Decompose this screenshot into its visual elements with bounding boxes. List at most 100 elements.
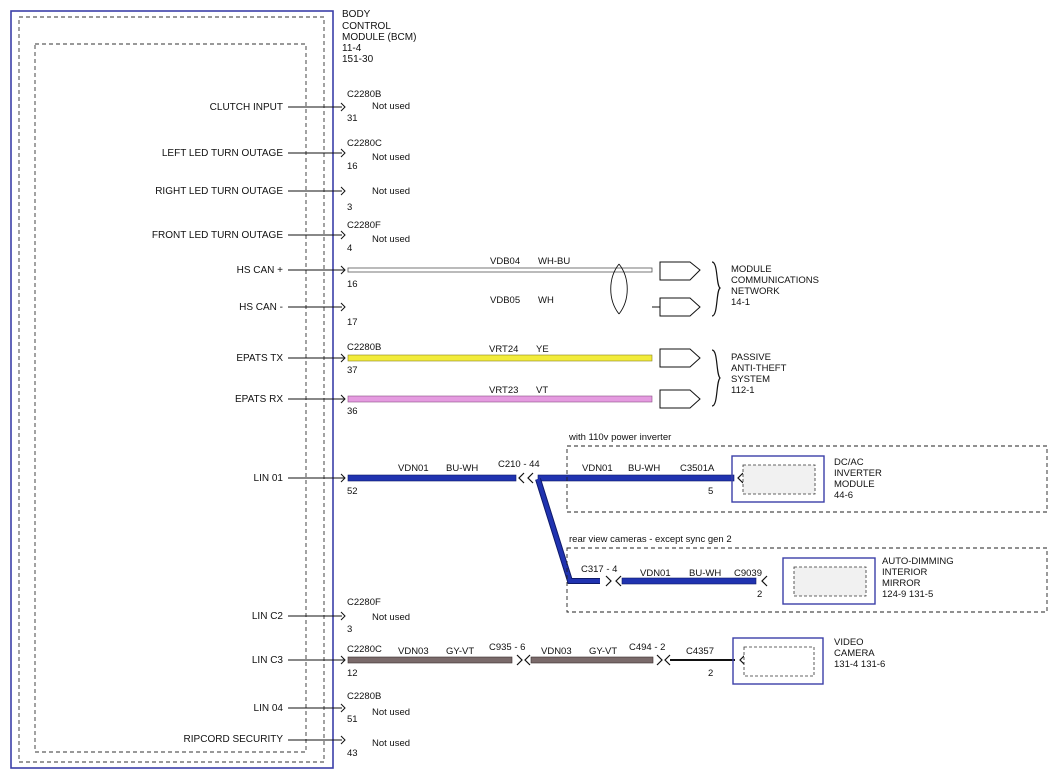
- connector-shape: [659, 297, 701, 317]
- connector-arrow: [516, 654, 523, 666]
- connector-arrow: [664, 654, 671, 666]
- connector-arrow: [340, 265, 346, 275]
- not-used-label: Not used: [372, 612, 410, 623]
- connector-arrow: [340, 394, 346, 404]
- pin-number: 31: [347, 113, 358, 124]
- destination-label: ANTI-THEFT: [731, 363, 787, 374]
- pin-number: 43: [347, 748, 358, 759]
- wire-circuit-label: VRT23: [489, 385, 518, 396]
- lin03-wires: C2280C 12 VDN03 GY-VT C935 - 6 VDN03 GY-…: [347, 637, 885, 685]
- connector-arrow: [340, 102, 346, 112]
- splice-arrow: [527, 472, 534, 484]
- bcm-title-line: BODY: [342, 9, 371, 20]
- wire-color-label: GY-VT: [589, 646, 617, 657]
- wire-circuit-label: VRT24: [489, 344, 518, 355]
- connector-label: C935 - 6: [489, 642, 525, 653]
- wire-color-label: BU-WH: [628, 463, 660, 474]
- pin-label-epats-rx: EPATS RX: [235, 394, 283, 405]
- bcm-inner-dashed-2: [34, 43, 307, 753]
- connector-arrow: [340, 186, 346, 196]
- pin-labels: CLUTCH INPUT LEFT LED TURN OUTAGE RIGHT …: [152, 102, 284, 745]
- connector-shape: [659, 389, 701, 409]
- connector-arrow: [739, 654, 746, 666]
- wire-color-label: YE: [536, 344, 549, 355]
- splice-arrow: [518, 472, 525, 484]
- connector-label: C2280F: [347, 597, 381, 608]
- not-used-label: Not used: [372, 234, 410, 245]
- connector-arrow: [605, 575, 612, 587]
- connector-label: C9039: [734, 568, 762, 579]
- pin-label-hs-can-minus: HS CAN -: [239, 302, 283, 313]
- mirror-inner: [793, 566, 867, 597]
- connector-label: C2280F: [347, 220, 381, 231]
- option-label: with 110v power inverter: [568, 432, 671, 443]
- connector-arrow: [340, 302, 346, 312]
- destination-label: CAMERA: [834, 648, 875, 659]
- destination-label: NETWORK: [731, 286, 780, 297]
- destination-label: PASSIVE: [731, 352, 771, 363]
- option-label: rear view cameras - except sync gen 2: [569, 534, 732, 545]
- wire-hs-can-plus: [347, 267, 653, 273]
- bcm-title-line: 11-4: [342, 43, 362, 54]
- not-used-label: Not used: [372, 707, 410, 718]
- connector-arrow: [340, 230, 346, 240]
- pin-label-clutch-input: CLUTCH INPUT: [210, 102, 283, 113]
- destination-label: MIRROR: [882, 578, 921, 589]
- connector-arrow: [615, 575, 622, 587]
- pin-label-front-led-turn-outage: FRONT LED TURN OUTAGE: [152, 230, 283, 241]
- wire-lin01-mirror-branch-core: [536, 478, 600, 583]
- wire-circuit-label: VDN01: [640, 568, 671, 579]
- connector-label: C317 - 4: [581, 564, 617, 575]
- wire-circuit-label: VDN03: [541, 646, 572, 657]
- splice-label: C210 - 44: [498, 459, 540, 470]
- hs-can-wires: VDB04 WH-BU VDB05 WH: [347, 256, 721, 317]
- pin-number: 3: [347, 202, 352, 213]
- comm-network-label: MODULE COMMUNICATIONS NETWORK 14-1: [731, 264, 819, 308]
- pin-label-epats-tx: EPATS TX: [236, 353, 283, 364]
- pin-label-left-led-turn-outage: LEFT LED TURN OUTAGE: [162, 148, 283, 159]
- wire-lin01-mirror: [621, 577, 757, 585]
- not-used-label: Not used: [372, 738, 410, 749]
- bcm-title-line: 151-30: [342, 54, 374, 65]
- wire-circuit-label: VDN01: [582, 463, 613, 474]
- destination-label: AUTO-DIMMING: [882, 556, 954, 567]
- destination-label: INVERTER: [834, 468, 882, 479]
- pin-label-hs-can-plus: HS CAN +: [237, 265, 284, 276]
- inverter-option-box: with 110v power inverter VDN01 BU-WH C35…: [566, 432, 1048, 513]
- wire-lin03-seg2: [530, 656, 654, 664]
- unused-pins: C2280B Not used 31 C2280C Not used 16 No…: [347, 89, 410, 759]
- wire-lin01: [347, 474, 517, 482]
- connector-arrow: [656, 654, 663, 666]
- bcm-title-line: CONTROL: [342, 21, 391, 32]
- wire-circuit-label: VDB04: [490, 256, 520, 267]
- destination-label: SYSTEM: [731, 374, 770, 385]
- wire-color-label: VT: [536, 385, 548, 396]
- bcm-inner-dashed: [18, 16, 325, 763]
- pin-number: 37: [347, 365, 358, 376]
- pin-number: 2: [757, 589, 762, 600]
- connector-label: C3501A: [680, 463, 715, 474]
- pin-label-lin04: LIN 04: [254, 703, 284, 714]
- connector-arrow: [340, 473, 346, 483]
- mirror-option-box: rear view cameras - except sync gen 2 C3…: [566, 534, 1048, 613]
- connector-label: C494 - 2: [629, 642, 665, 653]
- twisted-pair-symbol: [610, 263, 628, 315]
- pin-label-right-led-turn-outage: RIGHT LED TURN OUTAGE: [155, 186, 283, 197]
- connector-arrow: [524, 654, 531, 666]
- pin-label-lin-c2: LIN C2: [252, 611, 284, 622]
- wire-circuit-label: VDN03: [398, 646, 429, 657]
- not-used-label: Not used: [372, 186, 410, 197]
- pin-number: 16: [347, 161, 358, 172]
- destination-label: 14-1: [731, 297, 750, 308]
- destination-label: DC/AC: [834, 457, 864, 468]
- destination-label: COMMUNICATIONS: [731, 275, 819, 286]
- lin01-wires: 52 VDN01 BU-WH C210 - 44: [347, 459, 757, 587]
- connector-arrow: [340, 655, 346, 665]
- connector-arrow: [340, 703, 346, 713]
- bracket: [711, 349, 721, 407]
- bcm-title: BODY CONTROL MODULE (BCM) 11-4 151-30: [342, 9, 416, 65]
- bcm-title-line: MODULE (BCM): [342, 32, 416, 43]
- not-used-label: Not used: [372, 152, 410, 163]
- connector-arrow: [737, 472, 744, 484]
- anti-theft-label: PASSIVE ANTI-THEFT SYSTEM 112-1: [731, 352, 787, 396]
